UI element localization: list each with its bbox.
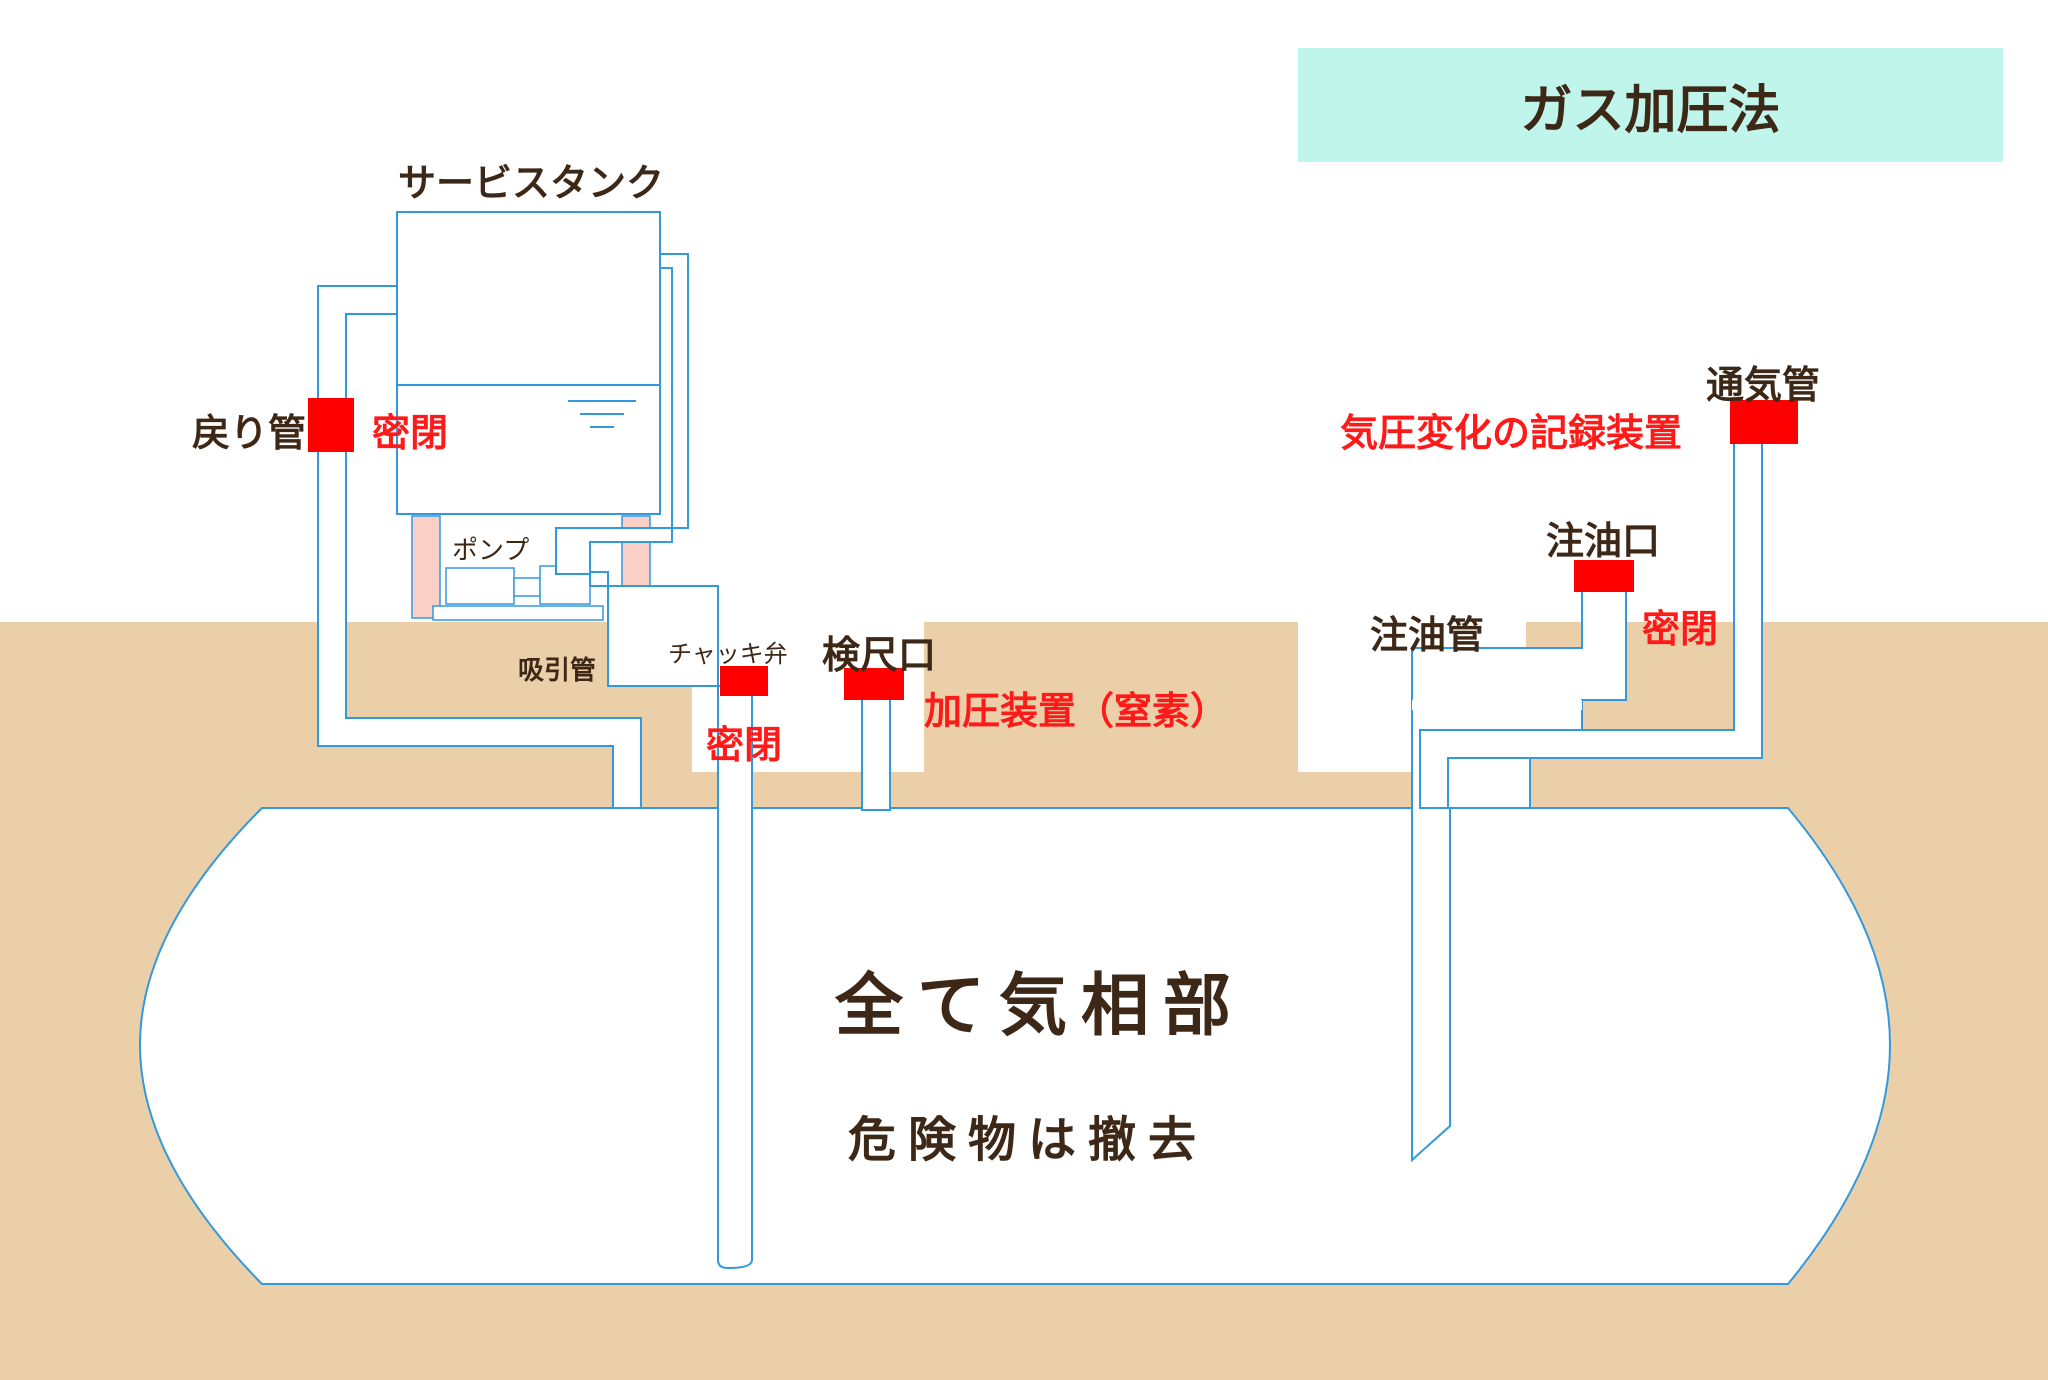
pump-feed-pipe <box>555 253 689 575</box>
check-valve-seal <box>720 666 768 696</box>
title-box: ガス加圧法 <box>1298 48 2003 162</box>
return-pipe-seal-label: 密閉 <box>372 411 449 455</box>
suction-pipe <box>589 571 753 1270</box>
pressure-recorder-label: 気圧変化の記録装置 <box>1340 411 1683 455</box>
gauge-port-pressurizer <box>844 668 904 700</box>
fill-port-seal-label: 密閉 <box>1642 607 1719 651</box>
service-tank <box>396 211 661 515</box>
pump-support-left <box>411 515 441 619</box>
return-pipe-label: 戻り管 <box>192 411 307 455</box>
check-valve-seal-label: 密閉 <box>706 723 783 767</box>
return-pipe <box>317 285 642 809</box>
vent-pipe-label: 通気管 <box>1706 363 1821 407</box>
return-pipe-seal <box>308 398 354 452</box>
check-valve-label: チャッキ弁 <box>668 640 788 668</box>
pump-motor <box>445 567 515 605</box>
gauge-port-pipe <box>861 689 891 811</box>
tank-sub-label: 危険物は撤去 <box>848 1112 1209 1168</box>
liquid-surface-icon <box>568 400 636 428</box>
page-title: ガス加圧法 <box>1520 80 1781 141</box>
vent-pipe-recorder <box>1730 400 1798 444</box>
fill-port-seal <box>1574 560 1634 592</box>
pump-base <box>432 605 604 621</box>
gauge-port-label: 検尺口 <box>822 633 937 677</box>
suction-pipe-label: 吸引管 <box>518 656 597 686</box>
pump-coupling <box>513 577 541 597</box>
fill-port-label: 注油口 <box>1546 519 1661 563</box>
tank-main-label: 全て気相部 <box>835 967 1246 1046</box>
underground-tank <box>138 807 1892 1285</box>
vent-pipe <box>1419 439 1763 809</box>
pump-label: ポンプ <box>452 536 530 566</box>
pressurizer-label: 加圧装置（窒素） <box>924 689 1229 733</box>
fill-pipe-label: 注油管 <box>1370 613 1485 657</box>
service-tank-label: サービスタンク <box>398 161 665 205</box>
